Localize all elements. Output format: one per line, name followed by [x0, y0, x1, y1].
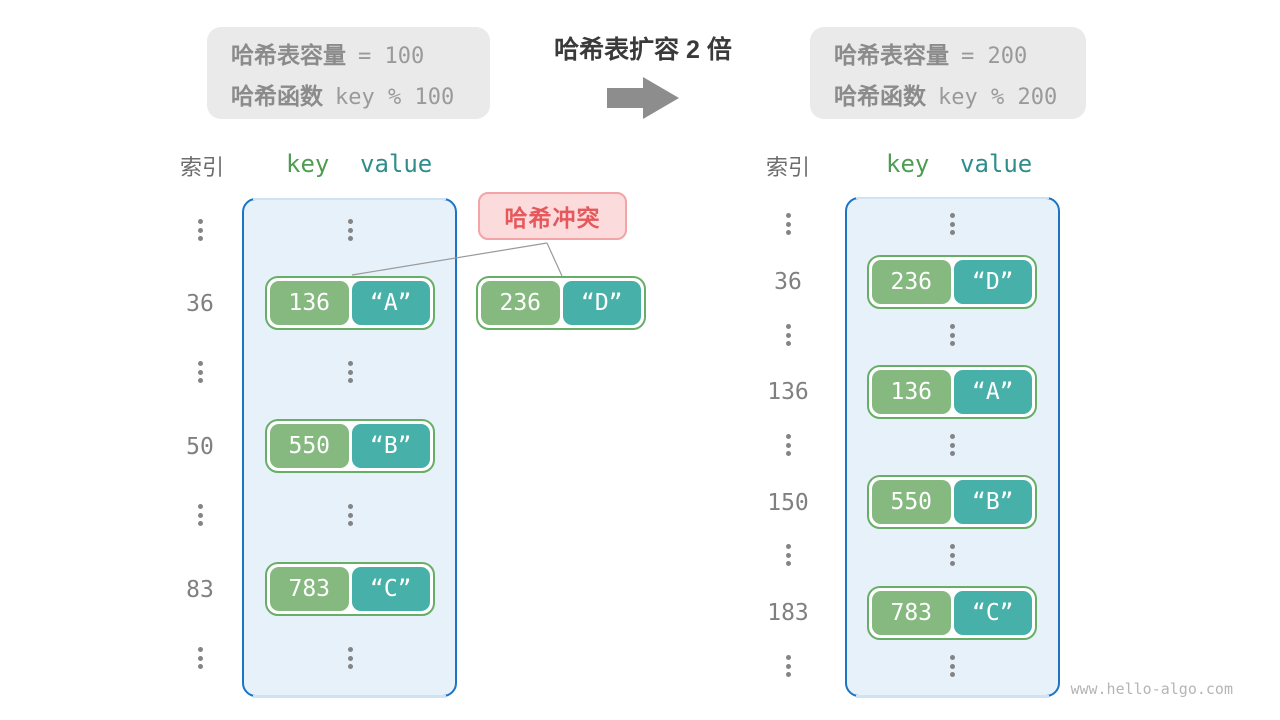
- hash-fn-value: key % 100: [335, 84, 455, 110]
- right-key-header: key: [886, 150, 930, 178]
- hash-fn-line: 哈希函数 key % 200: [834, 77, 1062, 111]
- kv-pair: 550 “B”: [265, 419, 435, 473]
- hash-fn-label: 哈希函数: [231, 82, 323, 109]
- index-label: 36: [186, 291, 214, 317]
- left-capacity-info-box: 哈希表容量 = 100 哈希函数 key % 100: [207, 27, 490, 119]
- vertical-ellipsis-icon: [947, 544, 957, 566]
- value-cell: “A”: [351, 281, 430, 325]
- right-index-header: 索引: [765, 155, 810, 180]
- hash-fn-line: 哈希函数 key % 100: [231, 77, 466, 111]
- capacity-line: 哈希表容量 = 100: [231, 36, 466, 70]
- hash-fn-label: 哈希函数: [834, 82, 926, 109]
- vertical-ellipsis-icon: [345, 647, 355, 669]
- key-cell: 236: [872, 260, 951, 304]
- key-cell: 783: [270, 567, 349, 611]
- vertical-ellipsis-icon: [783, 655, 793, 677]
- key-cell: 550: [270, 424, 349, 468]
- index-label: 150: [767, 490, 809, 516]
- vertical-ellipsis-icon: [947, 324, 957, 346]
- value-cell: “A”: [953, 370, 1032, 414]
- diagram-title: 哈希表扩容 2 倍: [554, 36, 732, 64]
- vertical-ellipsis-icon: [195, 504, 205, 526]
- index-label: 83: [186, 577, 214, 603]
- vertical-ellipsis-icon: [783, 544, 793, 566]
- capacity-value: = 100: [358, 43, 425, 69]
- kv-pair: 783 “C”: [867, 586, 1037, 640]
- index-label: 50: [186, 434, 214, 460]
- vertical-ellipsis-icon: [783, 213, 793, 235]
- vertical-ellipsis-icon: [195, 219, 205, 241]
- index-label: 136: [767, 379, 809, 405]
- vertical-ellipsis-icon: [195, 361, 205, 383]
- vertical-ellipsis-icon: [947, 434, 957, 456]
- right-value-header: value: [960, 150, 1033, 178]
- capacity-line: 哈希表容量 = 200: [834, 36, 1062, 70]
- index-label: 183: [767, 600, 809, 626]
- value-cell: “C”: [953, 591, 1032, 635]
- kv-pair: 136 “A”: [265, 276, 435, 330]
- key-cell: 136: [872, 370, 951, 414]
- capacity-value: = 200: [961, 43, 1028, 69]
- value-cell: “B”: [953, 480, 1032, 524]
- value-cell: “D”: [953, 260, 1032, 304]
- vertical-ellipsis-icon: [345, 361, 355, 383]
- vertical-ellipsis-icon: [783, 434, 793, 456]
- value-cell: “B”: [351, 424, 430, 468]
- hash-fn-value: key % 200: [938, 84, 1058, 110]
- site-watermark: www.hello-algo.com: [1070, 680, 1233, 698]
- left-key-header: key: [286, 150, 330, 178]
- vertical-ellipsis-icon: [195, 647, 205, 669]
- kv-pair: 783 “C”: [265, 562, 435, 616]
- collision-kv-pair: 236 “D”: [476, 276, 646, 330]
- vertical-ellipsis-icon: [947, 213, 957, 235]
- key-cell: 550: [872, 480, 951, 524]
- value-cell: “D”: [562, 281, 641, 325]
- kv-pair: 550 “B”: [867, 475, 1037, 529]
- key-cell: 136: [270, 281, 349, 325]
- hash-collision-badge: 哈希冲突: [478, 192, 627, 240]
- key-cell: 783: [872, 591, 951, 635]
- vertical-ellipsis-icon: [783, 324, 793, 346]
- kv-pair: 136 “A”: [867, 365, 1037, 419]
- right-capacity-info-box: 哈希表容量 = 200 哈希函数 key % 200: [810, 27, 1086, 119]
- kv-pair: 236 “D”: [867, 255, 1037, 309]
- vertical-ellipsis-icon: [345, 219, 355, 241]
- vertical-ellipsis-icon: [345, 504, 355, 526]
- key-cell: 236: [481, 281, 560, 325]
- left-value-header: value: [360, 150, 433, 178]
- index-label: 36: [774, 269, 802, 295]
- vertical-ellipsis-icon: [947, 655, 957, 677]
- capacity-label: 哈希表容量: [231, 41, 346, 68]
- value-cell: “C”: [351, 567, 430, 611]
- right-block-arrow-icon: [607, 77, 679, 119]
- capacity-label: 哈希表容量: [834, 41, 949, 68]
- left-index-header: 索引: [179, 155, 224, 180]
